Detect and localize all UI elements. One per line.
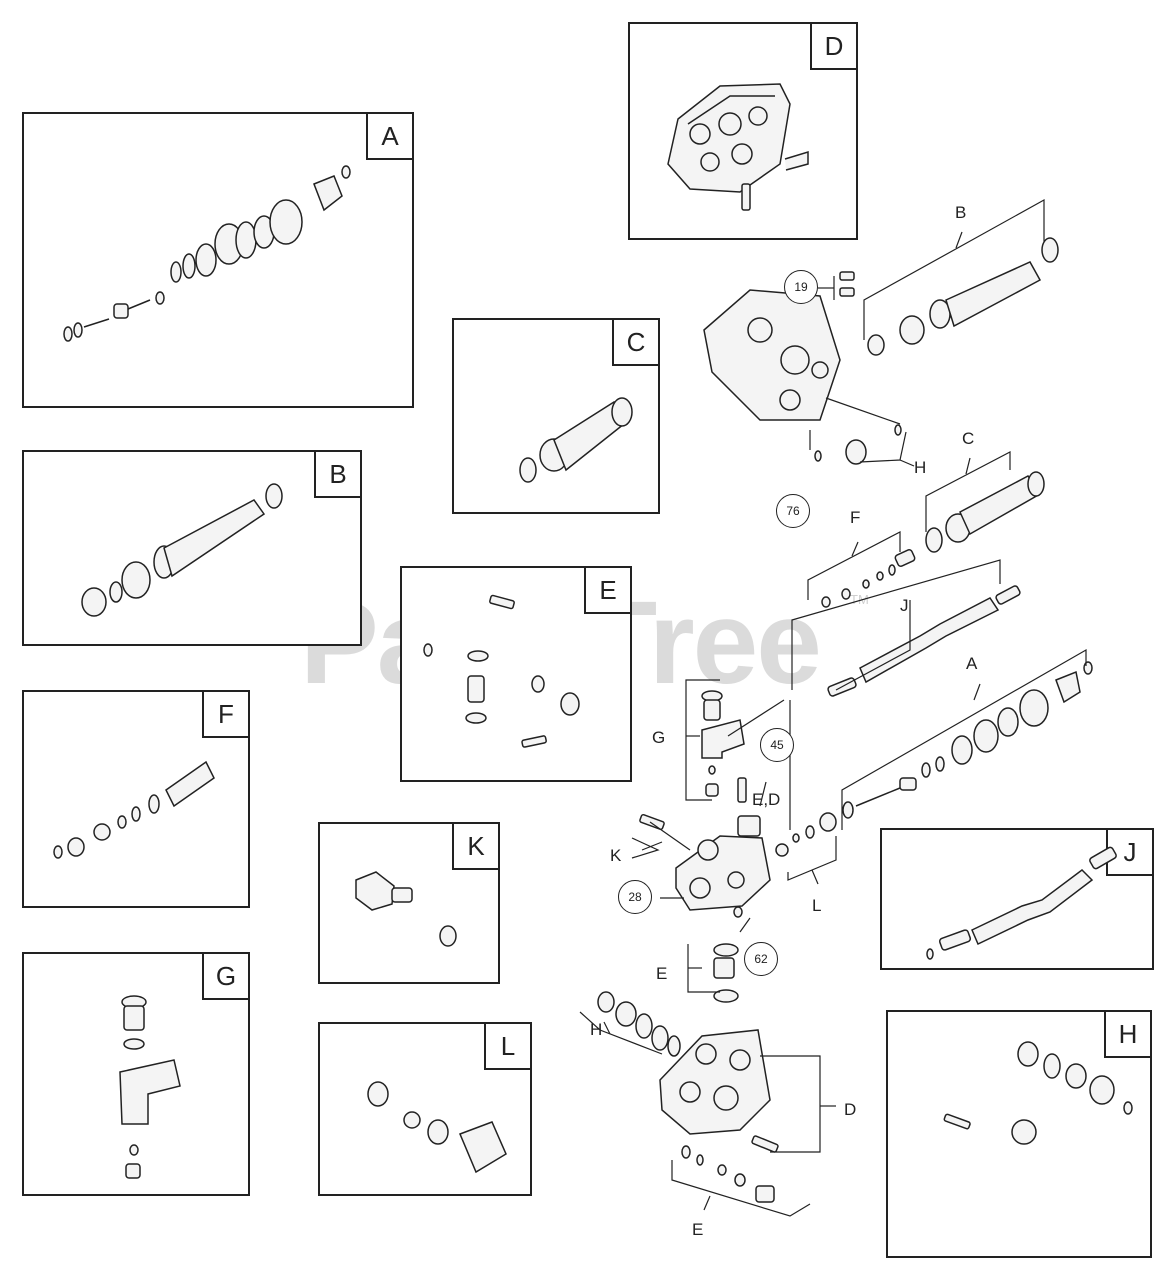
panel-a-drawing xyxy=(63,165,351,342)
callout-76: 76 xyxy=(776,494,810,528)
label-d-low: D xyxy=(844,1100,857,1119)
panel-l: L xyxy=(318,1022,532,1196)
panel-k-label: K xyxy=(452,822,500,870)
panel-c-drawing xyxy=(519,397,633,483)
panel-j-drawing xyxy=(926,846,1117,960)
panel-d-label: D xyxy=(810,22,858,70)
panel-e-drawing xyxy=(423,594,580,748)
label-h-low: H xyxy=(590,1020,603,1039)
panel-c-label: C xyxy=(612,318,660,366)
pump-body-top xyxy=(703,289,841,421)
panel-b-drawing xyxy=(81,483,283,617)
panel-h: H xyxy=(886,1010,1152,1258)
label-e-low: E xyxy=(692,1220,704,1239)
label-b: B xyxy=(955,203,967,222)
panel-f: F xyxy=(22,690,250,908)
watermark-trademark: TM xyxy=(850,592,869,607)
panel-h-drawing xyxy=(943,1041,1133,1145)
panel-b-label: B xyxy=(314,450,362,498)
panel-f-label: F xyxy=(202,690,250,738)
callout-19: 19 xyxy=(784,270,818,304)
label-e-mid: E xyxy=(656,964,668,983)
label-h-top: H xyxy=(914,458,927,477)
panel-l-drawing xyxy=(367,1081,507,1174)
panel-h-label: H xyxy=(1104,1010,1152,1058)
callout-62: 62 xyxy=(744,942,778,976)
panel-d: D xyxy=(628,22,858,240)
panel-a: A xyxy=(22,112,414,408)
callout-45: 45 xyxy=(760,728,794,762)
label-c: C xyxy=(962,429,975,448)
panel-d-drawing xyxy=(667,83,809,211)
panel-b: B xyxy=(22,450,362,646)
label-j: J xyxy=(900,596,909,615)
panel-j: J xyxy=(880,828,1154,970)
panel-a-label: A xyxy=(366,112,414,160)
label-k: K xyxy=(610,846,622,865)
label-l: L xyxy=(812,896,822,915)
panel-c: C xyxy=(452,318,660,514)
callout-28: 28 xyxy=(618,880,652,914)
panel-f-drawing xyxy=(53,760,215,859)
label-a: A xyxy=(966,654,978,673)
panel-k: K xyxy=(318,822,500,984)
panel-g: G xyxy=(22,952,250,1196)
panel-g-label: G xyxy=(202,952,250,1000)
label-e-d: E,D xyxy=(752,790,781,809)
panel-l-label: L xyxy=(484,1022,532,1070)
panel-e-label: E xyxy=(584,566,632,614)
panel-g-drawing xyxy=(119,995,181,1179)
panel-e: E xyxy=(400,566,632,782)
label-g: G xyxy=(652,728,666,747)
label-f: F xyxy=(850,508,861,527)
panel-k-drawing xyxy=(355,871,457,947)
panel-j-label: J xyxy=(1106,828,1154,876)
